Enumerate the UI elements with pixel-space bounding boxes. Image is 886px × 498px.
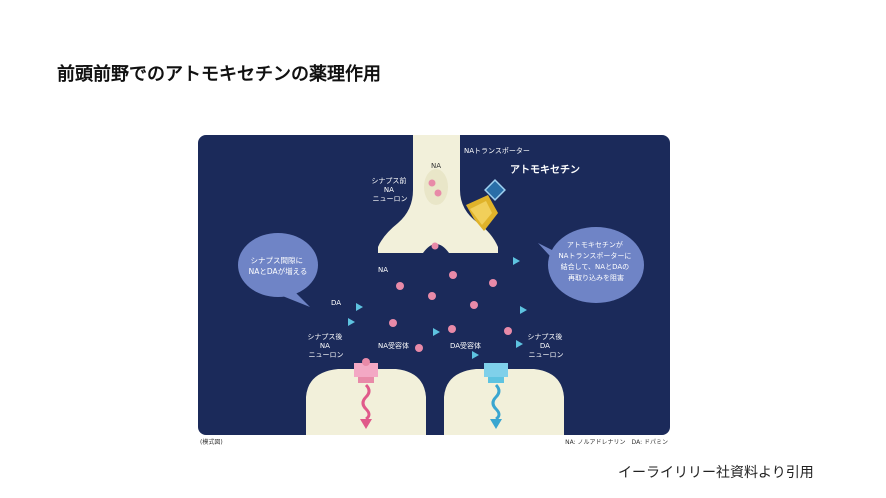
da-signal-arrow — [491, 383, 501, 421]
presynaptic-label: シナプス前 NA ニューロン — [371, 176, 408, 203]
legend-note: NA: ノルアドレナリン DA: ドパミン — [565, 439, 668, 446]
na-cleft-label: NA — [378, 266, 388, 274]
na-vesicle-label: NA — [431, 162, 441, 170]
da-triangle — [520, 306, 527, 314]
bubble-left — [238, 233, 318, 307]
da-receptor — [484, 363, 508, 383]
na-dot — [389, 319, 397, 327]
post-na-neuron — [306, 369, 426, 435]
synapse-diagram: シナプス前 NA ニューロン NA NAトランスポーター アトモキセチン シナプ… — [198, 135, 670, 449]
na-dot — [396, 282, 404, 290]
source-citation: イーライリリー社資料より引用 — [618, 465, 814, 481]
bubble-right-text: アトモキセチンが NAトランスポーターに 結合して、NAとDAの 再取り込みを阻… — [558, 240, 633, 282]
page-title: 前頭前野でのアトモキセチンの薬理作用 — [57, 64, 381, 85]
na-dot — [415, 344, 423, 352]
da-triangle — [472, 351, 479, 359]
na-dot — [431, 242, 439, 250]
bubble-left-text: シナプス間隙に NAとDAが増える — [249, 256, 308, 276]
post-da-label: シナプス後 DA ニューロン — [527, 332, 564, 359]
da-triangle — [516, 340, 523, 348]
na-dot — [428, 292, 436, 300]
da-receptor-label: DA受容体 — [450, 341, 481, 350]
da-triangle — [433, 328, 440, 336]
na-transporter — [466, 195, 498, 231]
na-dot — [434, 189, 442, 197]
vesicle — [424, 169, 448, 205]
da-triangle — [356, 303, 363, 311]
bubble-right — [538, 227, 644, 303]
post-da-neuron — [444, 369, 564, 435]
diagram-background — [198, 135, 670, 435]
na-dot — [504, 327, 512, 335]
atomoxetine-label: アトモキセチン — [510, 164, 580, 176]
da-cleft-label: DA — [331, 299, 341, 307]
na-dots-cleft — [389, 271, 512, 352]
da-triangle — [513, 257, 520, 265]
da-triangle — [348, 318, 355, 326]
na-receptor — [354, 363, 378, 383]
da-triangles — [348, 257, 527, 359]
na-dot — [428, 179, 436, 187]
post-na-label: シナプス後 NA ニューロン — [307, 332, 344, 359]
na-dot — [449, 271, 457, 279]
atomoxetine-molecule — [484, 179, 506, 201]
schematic-note: (模式図) — [200, 438, 223, 446]
na-dot — [489, 279, 497, 287]
na-dot — [448, 325, 456, 333]
na-dot — [362, 358, 370, 366]
na-transporter-label: NAトランスポーター — [464, 146, 530, 155]
na-signal-arrow — [361, 383, 371, 421]
na-receptor-label: NA受容体 — [378, 341, 409, 350]
na-dot — [470, 301, 478, 309]
